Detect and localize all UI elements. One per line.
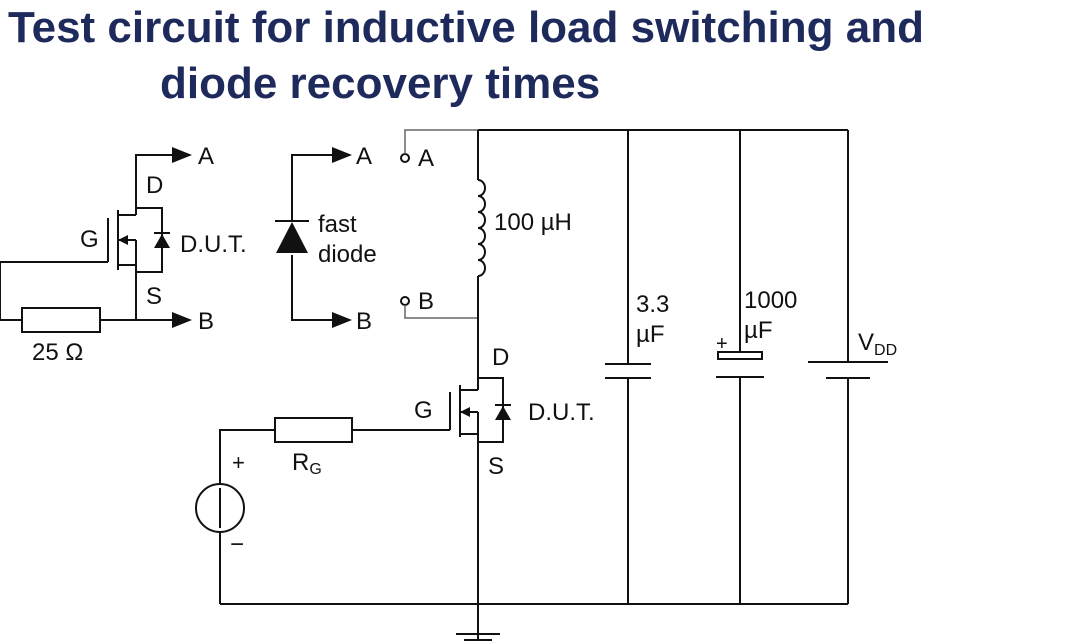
node-a-label: A bbox=[418, 145, 434, 172]
main-source-label: S bbox=[488, 453, 504, 480]
left-resistor-label: 25 Ω bbox=[32, 339, 83, 366]
diode-terminal-a-label: A bbox=[356, 143, 372, 170]
main-drain-label: D bbox=[492, 344, 509, 371]
main-dut-label: D.U.T. bbox=[528, 399, 595, 426]
left-gate-label: G bbox=[80, 226, 99, 253]
cap2-value-label: 1000 bbox=[744, 287, 797, 314]
supply-label: VDD bbox=[858, 329, 897, 359]
left-drain-label: D bbox=[146, 172, 163, 199]
cap2-polarity-label: + bbox=[716, 333, 728, 355]
fast-diode-label-1: fast bbox=[318, 211, 357, 238]
main-gate-label: G bbox=[414, 397, 433, 424]
left-dut-circuit: A B D G S D.U.T. 25 Ω bbox=[0, 143, 247, 366]
main-test-circuit: A B 100 µH D G S D.U.T. bbox=[195, 129, 897, 641]
gate-resistor-label: RG bbox=[292, 449, 322, 478]
fast-diode-circuit: A B fast diode bbox=[275, 143, 377, 335]
page-title: Test circuit for inductive load switchin… bbox=[0, 0, 1080, 112]
cap1-value-label: 3.3 bbox=[636, 291, 669, 318]
left-dut-label: D.U.T. bbox=[180, 231, 247, 258]
title-line-1: Test circuit for inductive load switchin… bbox=[8, 3, 924, 52]
diode-terminal-b-label: B bbox=[356, 308, 372, 335]
source-minus-label: − bbox=[230, 531, 244, 558]
left-terminal-a-label: A bbox=[198, 143, 214, 170]
title-line-2: diode recovery times bbox=[160, 59, 601, 108]
fast-diode-label-2: diode bbox=[318, 241, 377, 268]
source-plus-label: + bbox=[232, 450, 245, 475]
cap1-unit-label: µF bbox=[636, 321, 665, 348]
cap2-unit-label: µF bbox=[744, 317, 773, 344]
left-terminal-b-label: B bbox=[198, 308, 214, 335]
left-source-label: S bbox=[146, 283, 162, 310]
node-b-label: B bbox=[418, 288, 434, 315]
inductor-label: 100 µH bbox=[494, 209, 572, 236]
